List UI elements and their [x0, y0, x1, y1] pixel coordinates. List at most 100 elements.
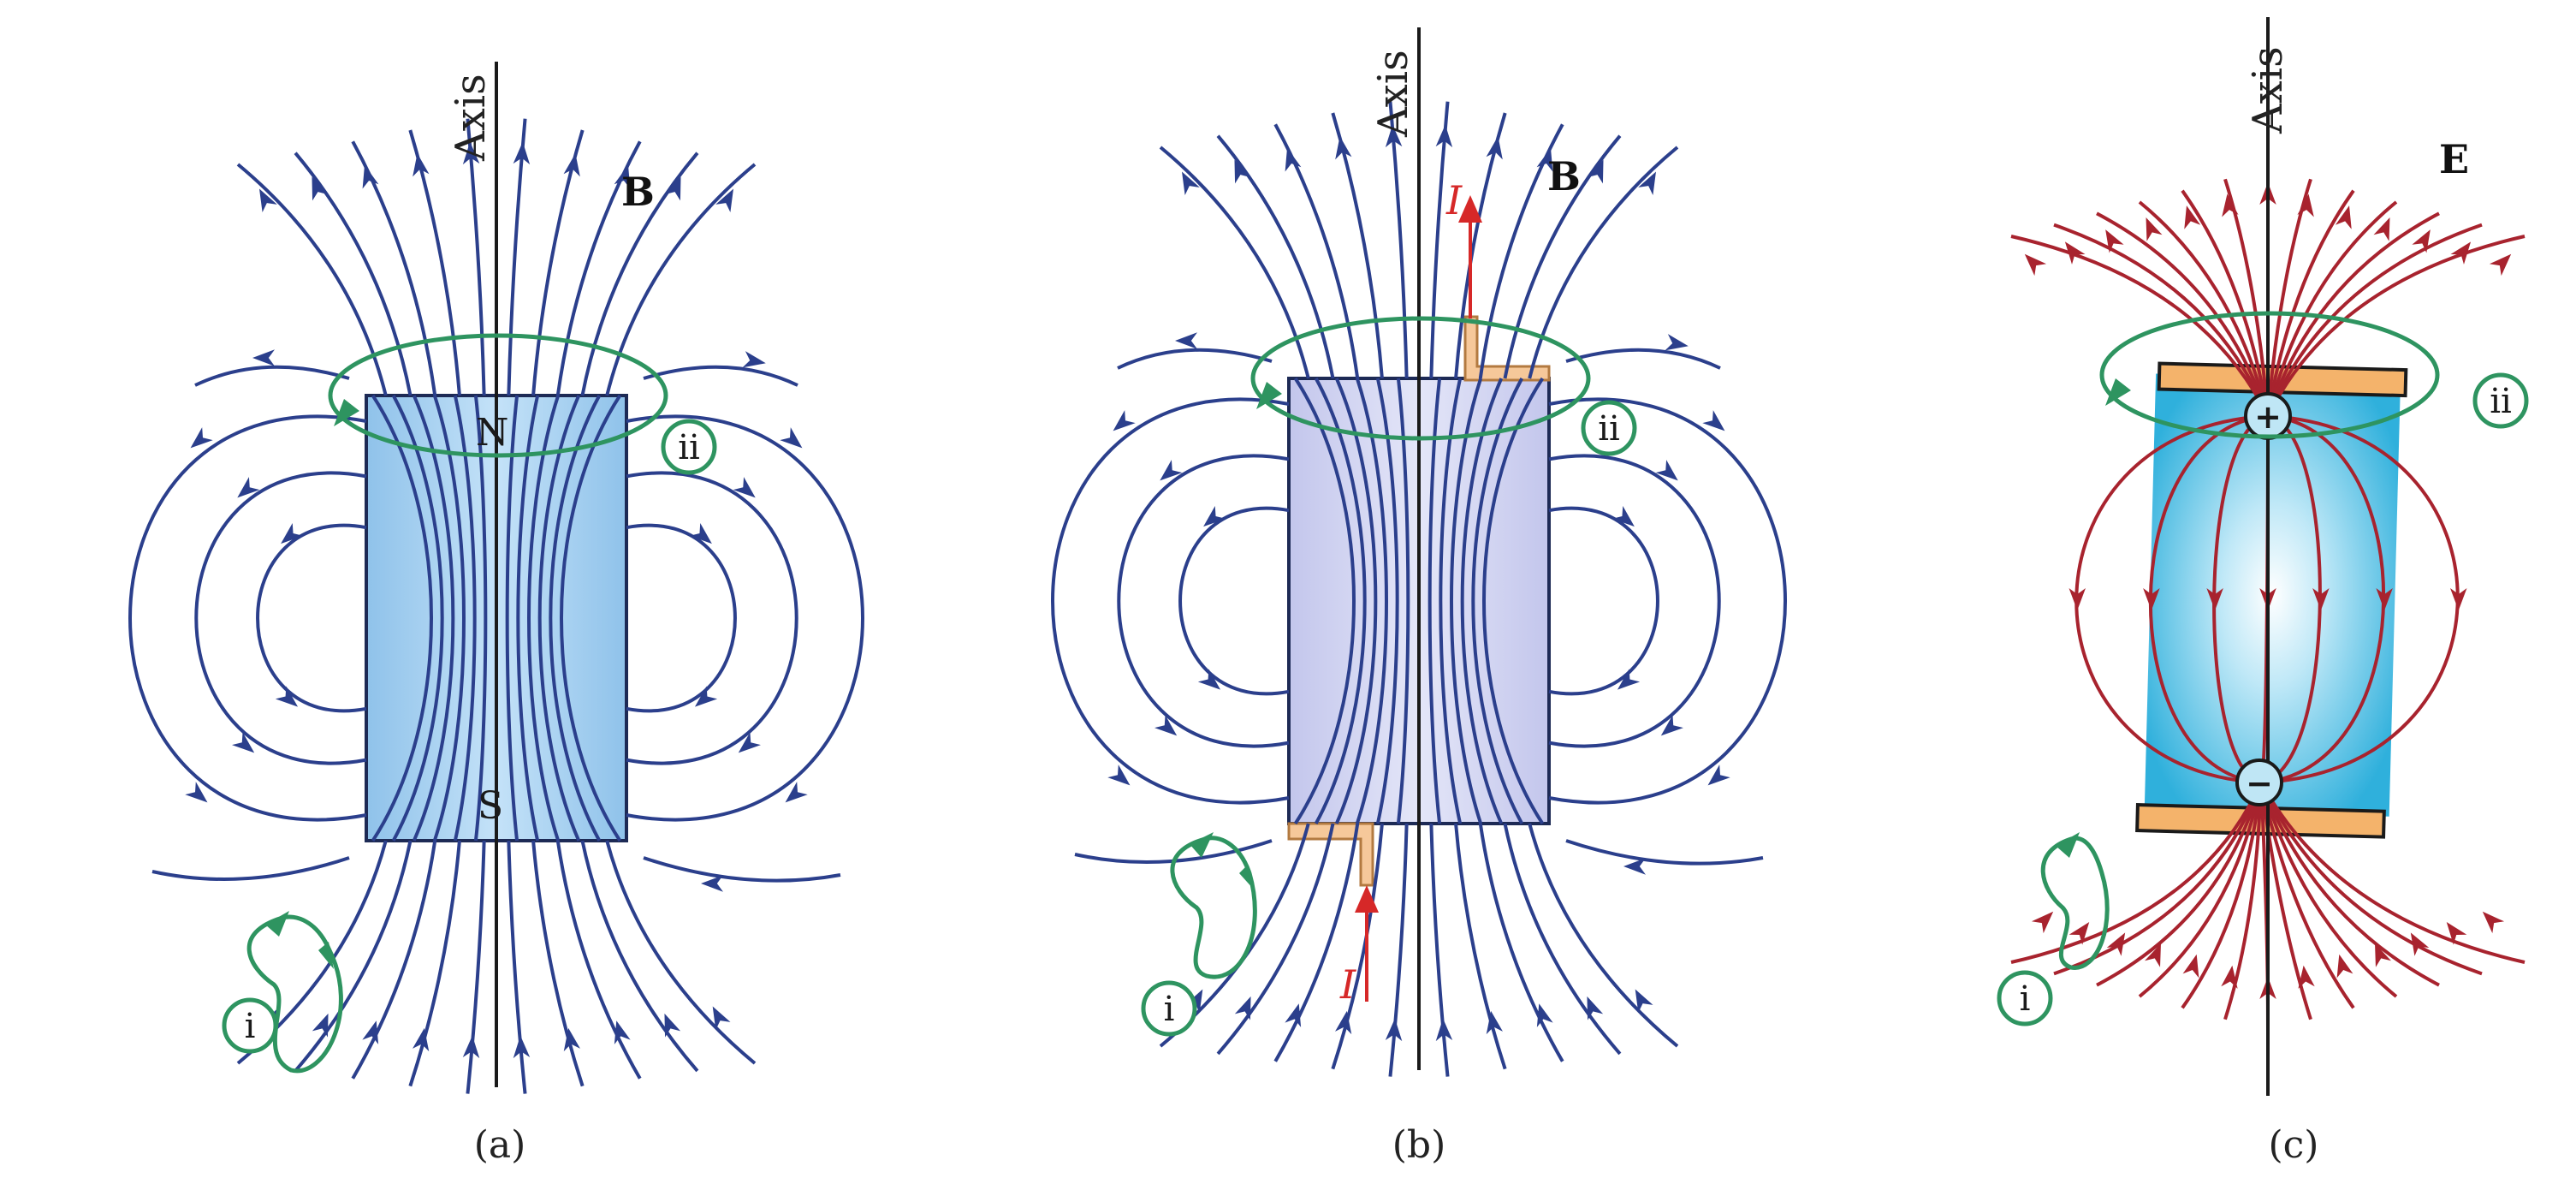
- field-arrow: [252, 349, 275, 366]
- field-line: [2181, 189, 2270, 417]
- field-line: [473, 395, 488, 842]
- field-line: [1503, 823, 1622, 1056]
- field-line: [2010, 782, 2263, 964]
- current-label-top: I: [1445, 177, 1463, 223]
- field-arrow: [1660, 715, 1683, 736]
- field-arrow: [738, 732, 761, 753]
- field-line: [1548, 506, 1659, 696]
- field-line: [294, 840, 413, 1073]
- axis-label: Axis: [1369, 50, 1417, 138]
- field-line: [1548, 454, 1721, 748]
- axis-label: Axis: [447, 74, 495, 162]
- field-line: [2266, 223, 2483, 417]
- field-arrow: [1611, 505, 1635, 527]
- field-arrow: [413, 153, 430, 177]
- field-line: [2096, 211, 2270, 417]
- field-arrow: [742, 351, 766, 368]
- field-line: [1528, 823, 1679, 1048]
- field-line: [371, 394, 433, 842]
- field-arrow: [664, 1013, 681, 1038]
- field-line: [516, 395, 540, 842]
- field-arrow: [1536, 1003, 1553, 1027]
- field-arrow: [513, 141, 531, 165]
- field-line: [1528, 146, 1679, 379]
- field-arrow: [1665, 334, 1689, 351]
- field-line: [1051, 397, 1290, 805]
- field-arrow: [780, 427, 803, 449]
- field-line: [605, 163, 757, 396]
- field-line: [2096, 782, 2263, 987]
- field-label-b: B: [621, 169, 655, 215]
- field-arrow: [1623, 858, 1646, 875]
- field-arrow: [2482, 911, 2505, 934]
- loop-ii: [328, 333, 668, 458]
- south-pole-label: S: [478, 784, 503, 828]
- field-arrow: [2184, 205, 2201, 229]
- field-arrow: [1385, 1018, 1403, 1042]
- field-arrow: [2375, 943, 2391, 967]
- loop-i-badge: [222, 997, 278, 1054]
- field-arrow: [2106, 932, 2126, 956]
- field-line: [1375, 378, 1399, 824]
- field-arrow: [1182, 171, 1200, 196]
- field-arrow: [1285, 147, 1302, 172]
- field-label-e: E: [2439, 136, 2469, 182]
- loop-ii-label: ii: [2490, 382, 2512, 421]
- field-line: [408, 840, 461, 1087]
- field-arrow: [185, 782, 208, 803]
- field-line: [643, 365, 798, 387]
- field-arrow: [2489, 253, 2512, 277]
- field-arrow: [664, 176, 681, 201]
- field-arrow: [1638, 171, 1656, 196]
- field-line: [1482, 377, 1545, 825]
- field-line: [2266, 211, 2440, 417]
- field-arrow: [2335, 205, 2352, 229]
- axis-label: Axis: [2244, 46, 2292, 134]
- field-arrow: [1160, 460, 1183, 481]
- field-arrow: [462, 1035, 480, 1059]
- field-arrow: [2146, 217, 2163, 241]
- caption-c: (c): [2269, 1123, 2319, 1167]
- field-arrow: [2373, 217, 2390, 241]
- field-arrow: [1197, 669, 1221, 690]
- field-line: [194, 471, 367, 765]
- field-line: [1216, 134, 1335, 379]
- field-arrow: [614, 164, 631, 189]
- field-line: [2259, 782, 2312, 1020]
- field-arrow: [563, 1027, 580, 1052]
- field-arrow: [232, 732, 255, 753]
- field-arrow: [1335, 136, 1352, 160]
- field-arrow: [715, 188, 733, 213]
- field-arrow: [2206, 588, 2223, 610]
- field-line: [2259, 782, 2398, 998]
- north-pole-label: N: [476, 411, 509, 455]
- field-arrow: [462, 141, 480, 165]
- field-line: [531, 840, 585, 1087]
- field-arrow: [1486, 136, 1503, 160]
- field-arrow: [259, 188, 277, 213]
- field-arrow: [2410, 932, 2430, 956]
- field-line: [351, 840, 437, 1080]
- caption-a: (a): [474, 1123, 526, 1167]
- field-line: [643, 856, 841, 883]
- loop-i-label: i: [1164, 990, 1175, 1029]
- field-arrow: [1154, 715, 1178, 736]
- current-label-bottom: I: [1339, 961, 1356, 1008]
- field-line: [626, 523, 737, 713]
- field-arrow: [1655, 460, 1678, 481]
- plus-charge-label: +: [2254, 398, 2282, 436]
- field-arrow: [2336, 954, 2353, 979]
- field-arrow: [694, 686, 718, 707]
- field-arrow: [1617, 669, 1641, 690]
- field-arrow: [413, 1027, 430, 1052]
- current-arrow-top: [1458, 195, 1482, 318]
- field-arrow: [712, 1006, 731, 1031]
- field-line: [605, 840, 757, 1065]
- field-line: [1331, 823, 1384, 1070]
- field-line: [1117, 348, 1273, 370]
- loop-ii-label: ii: [1598, 409, 1620, 449]
- current-arrow-bottom: [1355, 885, 1379, 1002]
- field-arrow: [1107, 765, 1131, 786]
- field-line: [453, 395, 477, 842]
